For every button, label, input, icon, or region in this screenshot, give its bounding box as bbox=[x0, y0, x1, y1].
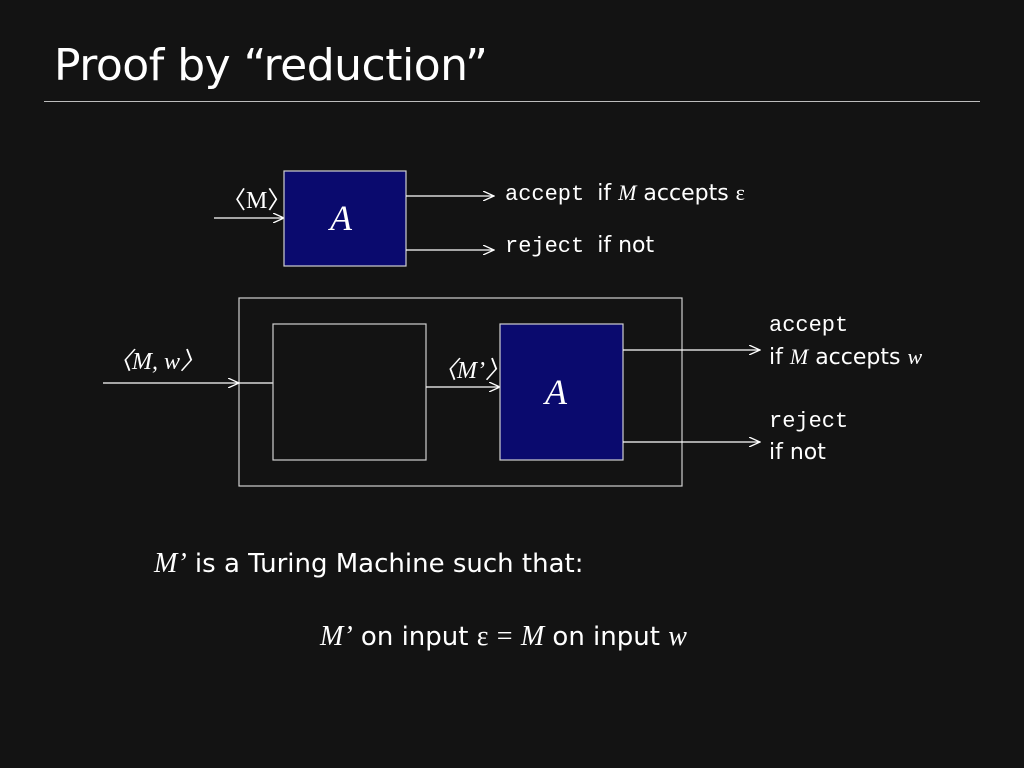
bottom-accept-label: accept if M accepts w bbox=[769, 313, 922, 370]
eq-lhs-text: on input bbox=[360, 622, 469, 652]
eq-rhs-end: w bbox=[668, 621, 687, 652]
top-reject-label: reject if not bbox=[505, 233, 654, 259]
eq-rhs-var: M bbox=[520, 621, 545, 652]
top-decider-box bbox=[283, 170, 407, 267]
bottom-accept-w: w bbox=[907, 344, 923, 369]
eq-lhs-var: M’ bbox=[320, 621, 353, 652]
top-accept-var: M bbox=[618, 180, 637, 205]
bottom-accept-word: accept bbox=[769, 313, 849, 338]
equivalence-equation: M’ on input ε = M on input w bbox=[320, 621, 687, 653]
bottom-accept-cond: if M accepts w bbox=[769, 344, 922, 370]
top-accept-eps: ε bbox=[735, 180, 745, 205]
machine-statement: M’ is a Turing Machine such that: bbox=[154, 548, 583, 580]
eq-eps: ε bbox=[476, 621, 489, 652]
bottom-reject-cond: if not bbox=[769, 440, 826, 465]
bottom-accept-if: if bbox=[769, 345, 783, 370]
inner-input-label: 〈M’〉 bbox=[433, 350, 509, 385]
inner-input-text: 〈M’〉 bbox=[433, 358, 509, 384]
statement-text: is a Turing Machine such that: bbox=[194, 549, 584, 579]
top-reject-word: reject bbox=[505, 234, 585, 259]
bottom-accept-mid: accepts bbox=[815, 345, 901, 370]
top-input-label: 〈M〉 bbox=[222, 180, 291, 215]
transformer-box bbox=[272, 323, 427, 461]
top-accept-label: accept if M accepts ε bbox=[505, 180, 745, 207]
bottom-reject-label: reject if not bbox=[769, 409, 848, 465]
statement-var: M’ bbox=[154, 548, 187, 579]
outer-machine-box bbox=[238, 297, 683, 487]
bottom-input-text: 〈M, w〉 bbox=[108, 349, 204, 375]
bottom-box-label: A bbox=[545, 372, 567, 412]
top-reject-cond: if not bbox=[597, 233, 655, 258]
bottom-accept-var: M bbox=[789, 344, 809, 369]
top-input-text: 〈M〉 bbox=[222, 188, 292, 214]
eq-equals: = bbox=[496, 621, 513, 652]
top-accept-if: if bbox=[597, 181, 612, 206]
top-accept-mid: accepts bbox=[643, 181, 729, 206]
bottom-input-label: 〈M, w〉 bbox=[108, 341, 204, 376]
title-divider bbox=[44, 101, 980, 102]
eq-rhs-text: on input bbox=[552, 622, 660, 652]
top-box-label: A bbox=[330, 198, 352, 238]
bottom-reject-word: reject bbox=[769, 409, 849, 434]
bottom-decider-box bbox=[499, 323, 624, 461]
top-accept-word: accept bbox=[505, 182, 585, 207]
slide-title: Proof by “reduction” bbox=[54, 40, 488, 91]
